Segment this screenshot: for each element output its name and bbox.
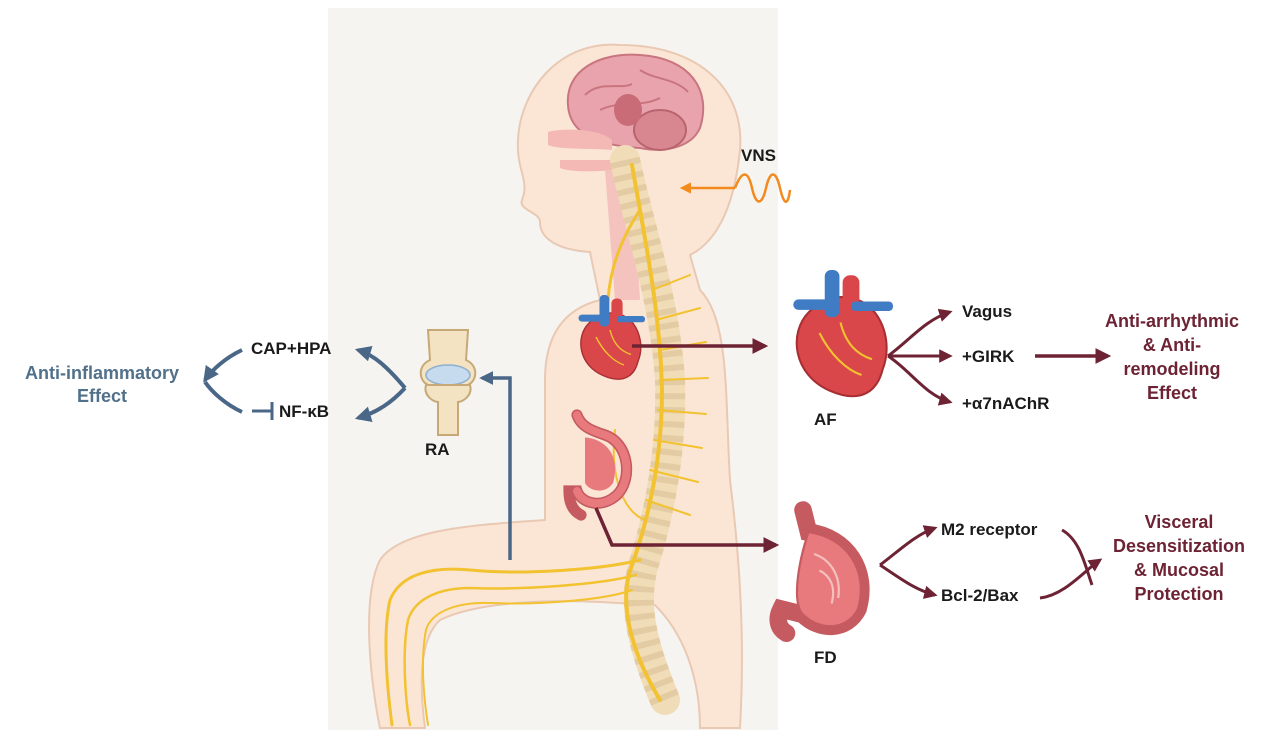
- effect-line: Effect: [1146, 383, 1197, 403]
- effect-line: Desensitization: [1112, 536, 1246, 556]
- af-label: AF: [814, 410, 837, 429]
- fd-label: FD: [814, 648, 837, 667]
- arrow-stomach-to-fd: [594, 507, 780, 553]
- visceral-desensitization-effect: Visceral Desensitization & Mucosal Prote…: [1104, 510, 1254, 606]
- effect-line: Effect: [76, 386, 127, 406]
- anti-inflammatory-effect: Anti-inflammatory Effect: [6, 362, 198, 408]
- knee-joint-icon: [419, 329, 477, 436]
- heart-icon: [793, 270, 893, 398]
- arrow-body-to-ra: [479, 371, 512, 560]
- brain-icon: [566, 53, 705, 151]
- effect-line: Protection: [1134, 584, 1224, 604]
- effect-line: Anti-inflammatory: [24, 363, 179, 383]
- effect-line: Anti-arrhythmic: [1104, 311, 1239, 331]
- nf-kb-label: NF-κB: [279, 402, 330, 421]
- ra-branch-arrows: [203, 345, 407, 422]
- wave-signal-icon: [679, 173, 792, 203]
- stomach-icon: [563, 409, 633, 521]
- anti-arrhythmic-effect: Anti-arrhythmic & Anti- remodeling Effec…: [1090, 309, 1254, 405]
- a7nachr-label: +α7nAChR: [962, 394, 1050, 413]
- m2-receptor-label: M2 receptor: [941, 520, 1038, 539]
- vns-label: VNS: [741, 146, 776, 165]
- vagus-label: Vagus: [962, 302, 1013, 321]
- cap-hpa-label: CAP+HPA: [251, 339, 332, 358]
- stomach-icon: [769, 501, 870, 643]
- girk-label: +GIRK: [962, 347, 1015, 366]
- effect-line: & Anti-: [1142, 335, 1202, 355]
- effect-line: remodeling: [1123, 359, 1221, 379]
- effect-line: & Mucosal: [1133, 560, 1225, 580]
- fd-branch-arrows: [879, 525, 1103, 600]
- ra-label: RA: [425, 440, 450, 459]
- effect-line: Visceral: [1144, 512, 1214, 532]
- heart-icon: [578, 295, 645, 380]
- bcl2-bax-label: Bcl-2/Bax: [941, 586, 1019, 605]
- af-branch-arrows: [887, 308, 953, 406]
